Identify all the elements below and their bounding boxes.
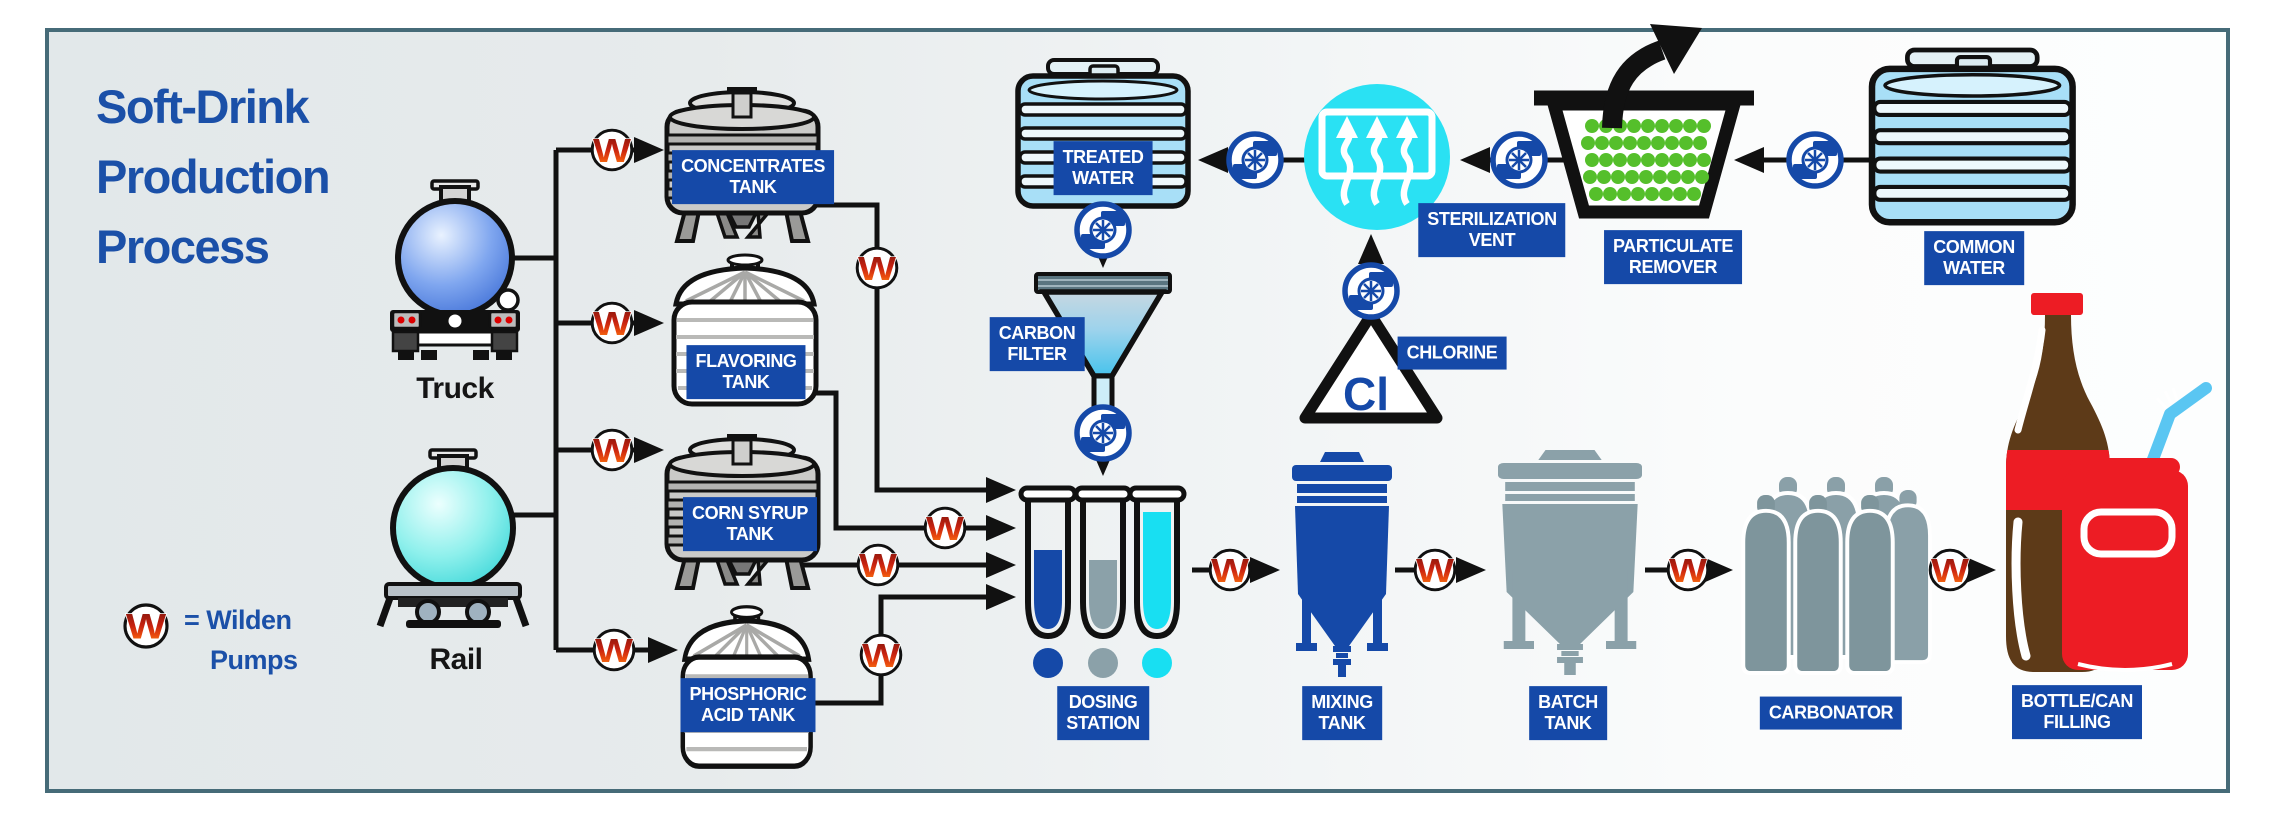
sterilization-vent-icon (1304, 84, 1450, 230)
carbon-filter-funnel-icon (1034, 272, 1172, 419)
straw-icon (2146, 382, 2212, 468)
mixing-tank-icon (1292, 452, 1392, 677)
wilden-pump-icon (859, 633, 903, 677)
can-icon (2062, 382, 2212, 672)
label-carbon-filter: CARBON FILTER (989, 317, 1085, 371)
label-chlorine: CHLORINE (1397, 336, 1507, 370)
label-treated-water: TREATED WATER (1053, 141, 1153, 195)
wilden-pump-icon (1928, 548, 1972, 592)
title-line-2: Production (96, 150, 331, 203)
common-water-tank-icon (1872, 50, 2073, 222)
wilden-pump-icon (590, 301, 634, 345)
centrifugal-pump-icon (1077, 407, 1129, 459)
label-dosing-station: DOSING STATION (1057, 686, 1149, 740)
wilden-pump-legend-icon (123, 603, 169, 649)
wilden-pump-icon (590, 428, 634, 472)
dose-dot-cyan (1142, 648, 1172, 678)
batch-tank-icon (1498, 450, 1642, 675)
wilden-pump-icon (1666, 548, 1710, 592)
label-concentrates-tank: CONCENTRATES TANK (672, 150, 834, 204)
dose-dot-gray (1088, 648, 1118, 678)
label-common-water: COMMON WATER (1924, 231, 2024, 285)
wilden-pump-icon (1208, 548, 1252, 592)
test-tubes-icon (1018, 485, 1187, 678)
particulate-basket-icon (1534, 24, 1754, 219)
label-sterilization-vent: STERILIZATION VENT (1418, 203, 1566, 257)
legend: = Wilden Pumps (184, 600, 298, 680)
legend-equals-text: = Wilden (184, 605, 292, 635)
wilden-pump-icon (590, 128, 634, 172)
rail-label: Rail (429, 643, 483, 676)
label-flavoring-tank: FLAVORING TANK (686, 345, 806, 399)
label-carbonator: CARBONATOR (1759, 696, 1903, 730)
label-mixing-tank: MIXING TANK (1302, 686, 1382, 740)
concentrates-to-dosing (793, 202, 1016, 503)
label-batch-tank: BATCH TANK (1529, 686, 1607, 740)
label-corn-syrup-tank: CORN SYRUP TANK (682, 497, 818, 551)
tanker-truck-icon (390, 179, 520, 360)
label-bottle-can-filling: BOTTLE/CAN FILLING (2012, 685, 2142, 739)
page-title: Soft-Drink Production Process (96, 72, 331, 282)
centrifugal-pump-icon (1077, 204, 1129, 256)
centrifugal-pump-icon (1493, 134, 1545, 186)
chlorine-symbol-text: Cl (1343, 368, 1389, 420)
green-particles (1581, 119, 1711, 201)
centrifugal-pump-icon (1789, 134, 1841, 186)
wilden-pump-icon (923, 506, 967, 550)
gas-cylinders-icon (1741, 475, 1932, 675)
truck-label: Truck (416, 372, 494, 405)
title-line-1: Soft-Drink (96, 80, 310, 133)
rail-tanker-icon (376, 448, 530, 628)
dose-dot-blue (1033, 648, 1063, 678)
centrifugal-pump-icon (1345, 265, 1397, 317)
label-particulate-remover: PARTICULATE REMOVER (1604, 230, 1742, 284)
centrifugal-pump-icon (1229, 134, 1281, 186)
wilden-pump-icon (856, 543, 900, 587)
removal-arrow (1602, 40, 1666, 129)
wilden-pump-icon (855, 246, 899, 290)
legend-pumps-text: Pumps (210, 645, 298, 675)
wilden-pump-icon (1413, 548, 1457, 592)
label-phosphoric-acid-tank: PHOSPHORIC ACID TANK (680, 678, 816, 732)
wilden-pump-icon (592, 628, 636, 672)
flavoring-to-dosing (798, 390, 1016, 541)
title-line-3: Process (96, 220, 270, 273)
